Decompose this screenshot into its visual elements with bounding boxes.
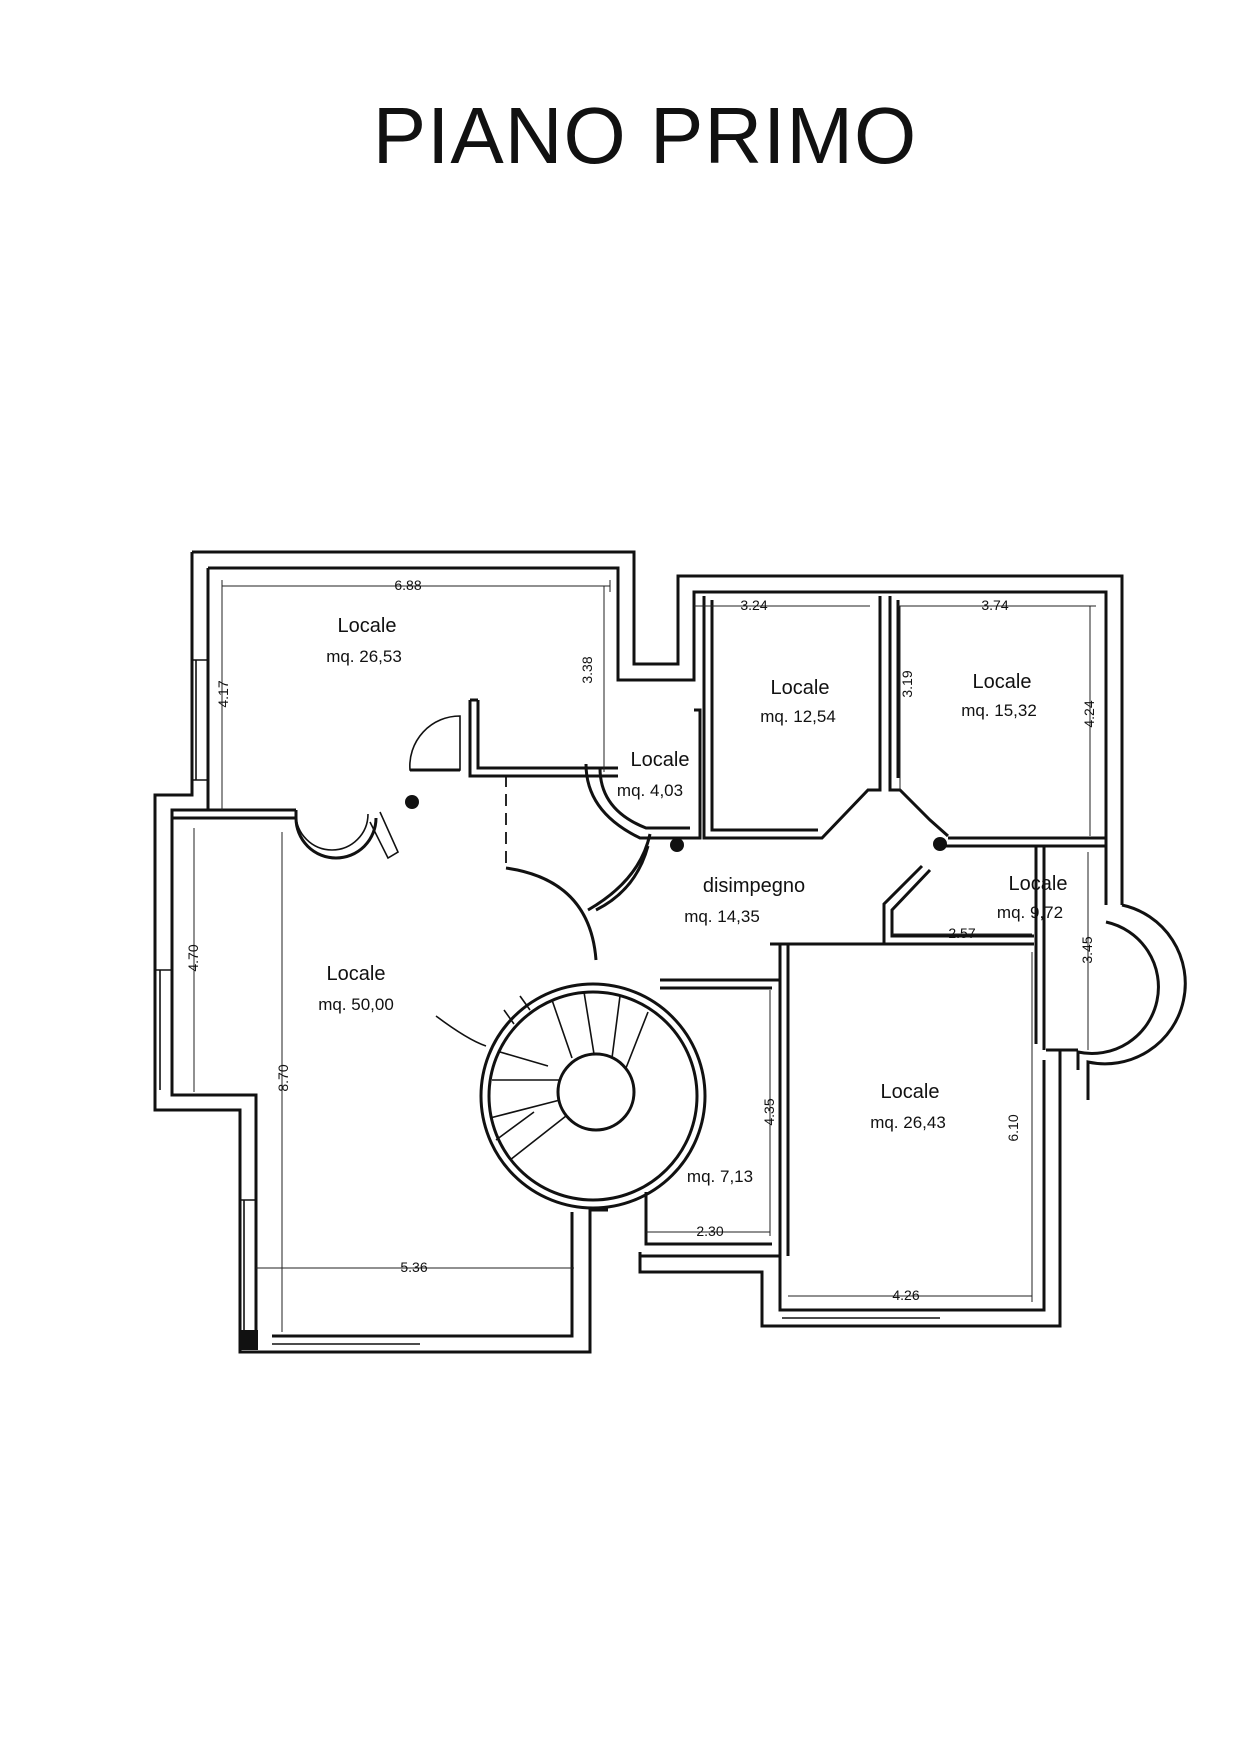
dim-4-70: 4.70 [185, 944, 201, 971]
dim-4-17: 4.17 [215, 680, 231, 707]
dimension-labels: 6.88 3.38 4.17 3.24 3.19 3.74 4.24 2.57 … [185, 577, 1097, 1303]
doors [294, 698, 947, 1047]
room-3-name: Locale [771, 677, 830, 699]
outer-walls [153, 550, 1187, 1354]
room-7-name: Locale [327, 963, 386, 985]
room-7-area: mq. 50,00 [318, 995, 394, 1014]
spiral-staircase [479, 982, 707, 1210]
dim-3-19: 3.19 [899, 670, 915, 697]
room-2-area: mq. 4,03 [617, 781, 683, 800]
dim-5-36: 5.36 [400, 1259, 427, 1275]
dim-6-10: 6.10 [1005, 1114, 1021, 1141]
dim-4-35: 4.35 [761, 1098, 777, 1125]
room-9-name: Locale [881, 1081, 940, 1103]
room-6-name: disimpegno [703, 875, 805, 897]
room-1-area: mq. 26,53 [326, 647, 402, 666]
room-1-name: Locale [338, 615, 397, 637]
dim-4-24: 4.24 [1081, 700, 1097, 727]
room-3-area: mq. 12,54 [760, 707, 836, 726]
room-6-area: mq. 14,35 [684, 907, 760, 926]
room-4-area: mq. 15,32 [961, 701, 1037, 720]
page-title: PIANO PRIMO [372, 91, 918, 180]
room-5-name: Locale [1009, 873, 1068, 895]
dim-3-24: 3.24 [740, 597, 767, 613]
dim-3-74: 3.74 [981, 597, 1008, 613]
room-labels: Locale mq. 26,53 Locale mq. 4,03 Locale … [318, 615, 1067, 1186]
dim-4-26: 4.26 [892, 1287, 919, 1303]
room-2-name: Locale [631, 749, 690, 771]
room-4-name: Locale [973, 671, 1032, 693]
dim-6-88: 6.88 [394, 577, 421, 593]
dim-3-38: 3.38 [579, 656, 595, 683]
interior-walls [172, 596, 1106, 1256]
dim-2-30: 2.30 [696, 1223, 723, 1239]
room-8-area: mq. 7,13 [687, 1167, 753, 1186]
dimension-lines [193, 580, 1096, 1332]
dim-3-45: 3.45 [1079, 936, 1095, 963]
dim-8-70: 8.70 [275, 1064, 291, 1091]
room-5-area: mq. 9,72 [997, 903, 1063, 922]
dim-2-57: 2.57 [948, 925, 975, 941]
room-9-area: mq. 26,43 [870, 1113, 946, 1132]
